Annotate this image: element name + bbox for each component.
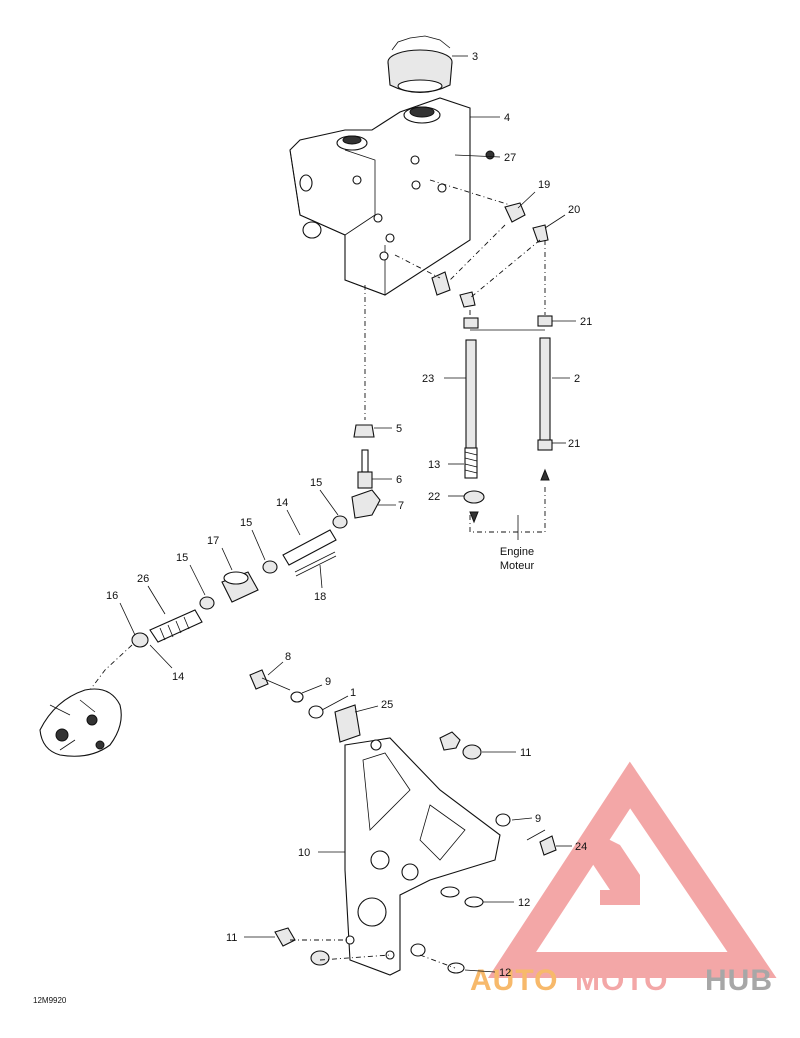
- callout-9-upper: 9: [325, 676, 331, 688]
- callout-9-lower: 9: [535, 813, 541, 825]
- callout-7: 7: [398, 500, 404, 512]
- bolt-8: [249, 669, 291, 691]
- callout-13: 13: [428, 459, 440, 471]
- valve-6: [357, 449, 373, 489]
- part-20-elbow-lower: [459, 291, 476, 308]
- callout-22: 22: [428, 491, 440, 503]
- clamp-15-b: [262, 560, 278, 574]
- callout-11-lower: 11: [226, 932, 237, 944]
- washer-bottom: [410, 943, 426, 957]
- callout-11-upper: 11: [520, 747, 531, 759]
- callout-27: 27: [504, 152, 516, 164]
- callout-21-top: 21: [580, 316, 592, 328]
- callout-18: 18: [314, 591, 326, 603]
- part-19-grommet: [504, 202, 526, 223]
- callout-15-lower: 15: [176, 552, 188, 564]
- hose-26: [149, 609, 203, 643]
- part-19-grommet-lower: [431, 271, 451, 296]
- watermark-hub: HUB: [705, 964, 773, 997]
- bracket-10: [344, 737, 501, 976]
- callout-14-lower: 14: [172, 671, 184, 683]
- hose-14-upper: [282, 529, 337, 566]
- callout-1: 1: [350, 687, 356, 699]
- callout-12-upper: 12: [518, 897, 530, 909]
- callout-leaders: [119, 55, 576, 973]
- callout-6: 6: [396, 474, 402, 486]
- watermark-auto: AUTO: [470, 964, 558, 997]
- spring-13: [464, 447, 478, 479]
- automotohub-watermark: AUTO MOTO HUB: [470, 761, 777, 997]
- callout-21-bottom: 21: [568, 438, 580, 450]
- callout-17: 17: [207, 535, 219, 547]
- callout-15-upper: 15: [310, 477, 322, 489]
- clip-25: [334, 704, 361, 743]
- callout-4: 4: [504, 112, 510, 124]
- callout-8: 8: [285, 651, 291, 663]
- washer-9-b: [495, 813, 511, 827]
- moteur-label: Moteur: [500, 560, 535, 572]
- clamp-21-a: [463, 317, 479, 329]
- callout-26: 26: [137, 573, 149, 585]
- part-27-grommet: [485, 150, 495, 160]
- oil-tank: [289, 35, 471, 296]
- clamp-21-b: [537, 315, 553, 327]
- tee-fitting-7: [351, 489, 381, 519]
- callout-labels: 3 4 27 19 20 21 23 2 5 21 13 6 22 7 15 1…: [106, 51, 592, 979]
- nut-11-top: [439, 731, 482, 760]
- callout-23: 23: [422, 373, 434, 385]
- callout-14-upper: 14: [276, 497, 288, 509]
- callout-3: 3: [472, 51, 478, 63]
- tank-cap: [387, 35, 453, 93]
- clamp-21-c: [537, 439, 553, 451]
- clamp-15-c: [199, 596, 215, 610]
- tank-body: [289, 97, 471, 296]
- callout-5: 5: [396, 423, 402, 435]
- callout-24: 24: [575, 841, 587, 853]
- callout-2: 2: [574, 373, 580, 385]
- clamp-15-a: [332, 515, 348, 529]
- washer-12-b: [464, 896, 484, 908]
- washer-9-a: [290, 691, 304, 703]
- grommet-5: [353, 424, 375, 438]
- engine-sketch: [39, 688, 122, 757]
- fuel-filter-17: [221, 571, 259, 603]
- bolt-24: [526, 829, 557, 856]
- callout-16: 16: [106, 590, 118, 602]
- washer-12-a: [440, 886, 460, 898]
- engine-connection: [469, 485, 546, 533]
- callout-10: 10: [298, 847, 310, 859]
- part-20-elbow: [532, 224, 549, 243]
- clamp-22: [463, 490, 485, 504]
- watermark-moto: MOTO: [575, 964, 668, 997]
- callout-12-lower: 12: [499, 967, 511, 979]
- callout-25: 25: [381, 699, 393, 711]
- clamp-16: [131, 632, 149, 648]
- nut-1: [308, 705, 324, 719]
- spring-18: [294, 551, 337, 577]
- callout-15-middle: 15: [240, 517, 252, 529]
- washer-12-c: [447, 962, 465, 974]
- engine-label: Engine: [500, 546, 534, 558]
- hose-2: [539, 337, 551, 443]
- callout-19: 19: [538, 179, 550, 191]
- nut-11-bottom: [274, 927, 330, 966]
- callout-20: 20: [568, 204, 580, 216]
- figure-reference: 12M9920: [33, 996, 67, 1005]
